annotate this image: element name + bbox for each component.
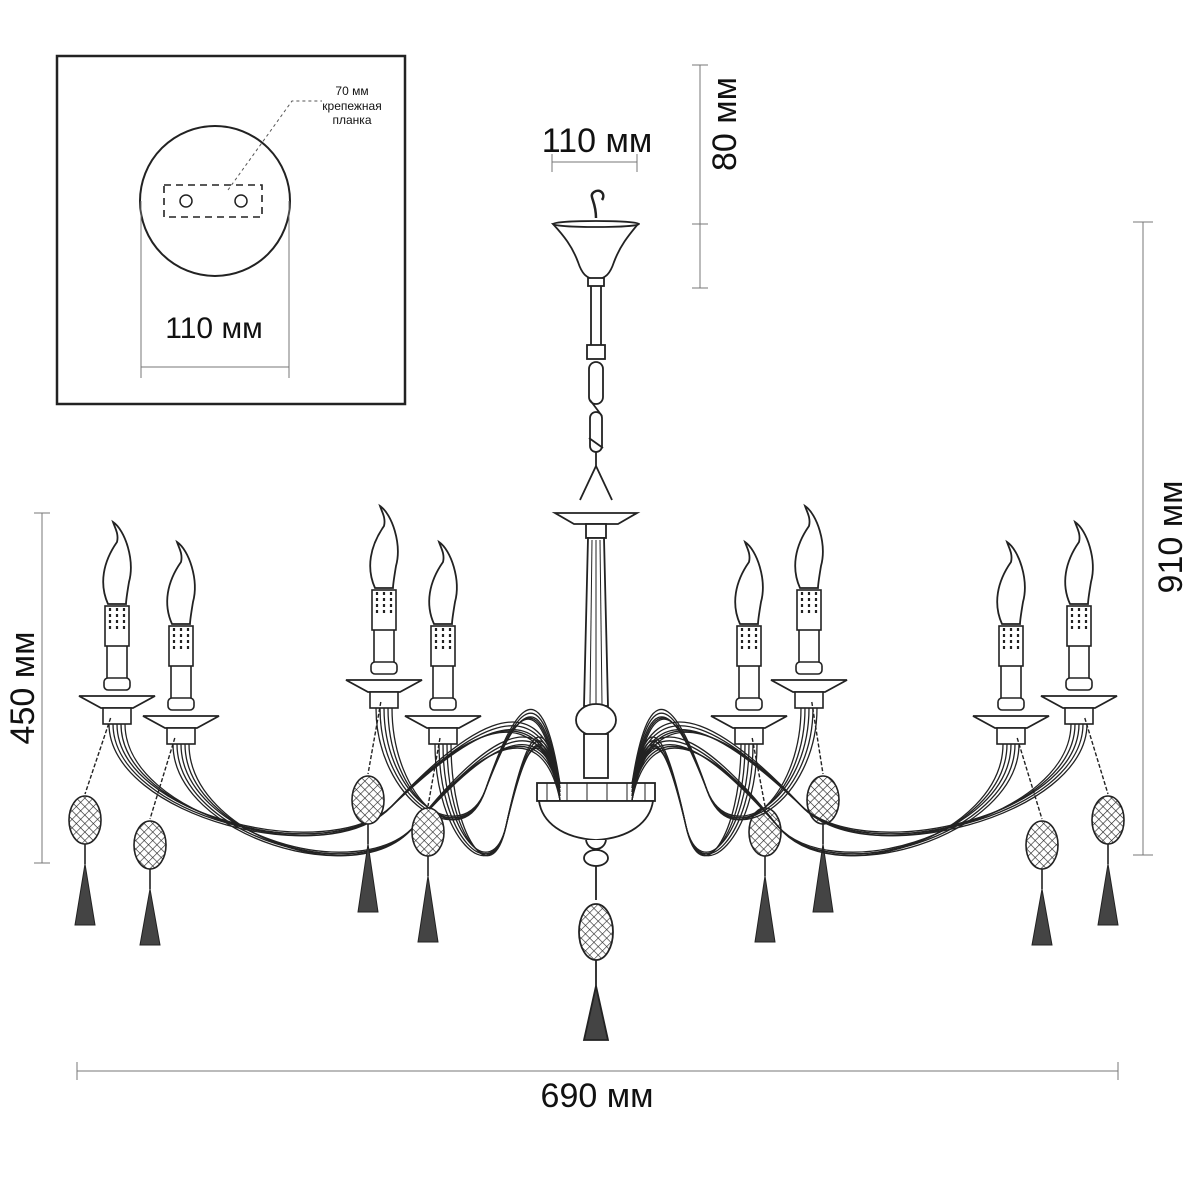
- candle-ring: [370, 661, 398, 675]
- arm-tube: [631, 707, 814, 819]
- inset-width-label: 110 мм: [165, 312, 262, 345]
- mounting-inset: 70 мм крепежная планка 110 мм: [55, 54, 407, 406]
- arm-group: [68, 503, 1125, 946]
- pendant-chain: [751, 737, 766, 807]
- bobeche: [972, 715, 1050, 729]
- column-top-plate: [551, 512, 641, 525]
- pendant-tassel: [74, 863, 96, 926]
- bobeche: [78, 695, 156, 709]
- bobeche: [345, 679, 423, 693]
- candle-ring: [167, 697, 195, 711]
- pendant-chain: [811, 701, 824, 775]
- pendant-tassel: [417, 875, 439, 943]
- candle-ring: [997, 697, 1025, 711]
- pendant-crystal: [68, 795, 102, 845]
- mounting-hole-right: [234, 194, 248, 208]
- arm-collar: [1064, 707, 1094, 725]
- flame-bulb: [734, 539, 764, 625]
- candle-ring: [735, 697, 763, 711]
- pendant-chain: [427, 737, 441, 807]
- candle-ring: [795, 661, 823, 675]
- center-tassel: [582, 985, 610, 1041]
- arm-collar: [102, 707, 132, 725]
- arm-tube: [450, 743, 561, 857]
- hook-icon: [590, 189, 605, 219]
- center-crystal: [578, 903, 614, 961]
- arm-tube: [631, 707, 806, 819]
- bobeche: [404, 715, 482, 729]
- pendant-crystal: [806, 775, 840, 825]
- pendant-chain: [1016, 737, 1043, 820]
- canopy-plan-circle: [139, 125, 291, 277]
- plate-size-label: 70 мм: [335, 84, 368, 98]
- mounting-hole-left: [179, 194, 193, 208]
- bobeche: [770, 679, 848, 693]
- arm-tube: [124, 723, 561, 837]
- body-height-label: 450 мм: [4, 632, 42, 745]
- arm-collar: [166, 727, 196, 745]
- plate-leader-line: [227, 100, 322, 191]
- flame-bulb: [1064, 519, 1094, 605]
- flame-bulb: [102, 519, 132, 605]
- arm-collar: [996, 727, 1026, 745]
- pendant-chain: [149, 737, 176, 820]
- chain-link: [588, 361, 604, 405]
- pendant-tassel: [139, 888, 161, 946]
- arm-tube: [631, 743, 1020, 857]
- flame-bulb: [369, 503, 399, 589]
- pendant-crystal: [411, 807, 445, 857]
- arm-tube: [379, 707, 561, 819]
- arm-tube: [631, 723, 1088, 837]
- arm-collar: [369, 691, 399, 709]
- arm-collar: [794, 691, 824, 709]
- pendant-crystal: [1091, 795, 1125, 845]
- pendant-tassel: [1097, 863, 1119, 926]
- arm-collar: [428, 727, 458, 745]
- total-width-label: 690 мм: [541, 1077, 654, 1115]
- arm-collar: [734, 727, 764, 745]
- plate-name-label-1: крепежная: [322, 99, 381, 113]
- flame-bulb: [428, 539, 458, 625]
- canopy-cup: [550, 223, 640, 281]
- hub-ring: [536, 782, 656, 802]
- pendant-tassel: [812, 843, 834, 913]
- dimension-lines: 110 мм 80 мм 910 мм 450 мм 690 мм: [4, 64, 1190, 1115]
- candle-ring: [429, 697, 457, 711]
- bobeche: [142, 715, 220, 729]
- flame-bulb: [794, 503, 824, 589]
- canopy-width-label: 110 мм: [542, 122, 652, 160]
- bobeche: [1040, 695, 1118, 709]
- arm-tube: [391, 707, 561, 821]
- pendant-crystal: [133, 820, 167, 870]
- arm-tube: [631, 707, 818, 821]
- arm-tube: [375, 707, 561, 821]
- mounting-plate-outline: [163, 184, 263, 218]
- pendant-chain: [84, 717, 112, 795]
- candle-ring: [1065, 677, 1093, 691]
- center-assembly: [536, 189, 656, 1041]
- pendant-tassel: [1031, 888, 1053, 946]
- flame-bulb: [166, 539, 196, 625]
- column-knob: [575, 703, 617, 737]
- pendant-tassel: [754, 875, 776, 943]
- canopy-height-label: 80 мм: [706, 77, 744, 171]
- bobeche: [710, 715, 788, 729]
- hub-bowl: [537, 800, 655, 841]
- total-height-label: 910 мм: [1152, 481, 1190, 594]
- pendant-tassel: [357, 843, 379, 913]
- pendant-crystal: [351, 775, 385, 825]
- pendant-chain: [367, 701, 382, 775]
- candle-ring: [103, 677, 131, 691]
- pendant-chain: [1084, 717, 1109, 795]
- flame-bulb: [996, 539, 1026, 625]
- pendant-crystal: [1025, 820, 1059, 870]
- arm-tube: [387, 707, 561, 819]
- plate-name-label-2: планка: [333, 113, 372, 127]
